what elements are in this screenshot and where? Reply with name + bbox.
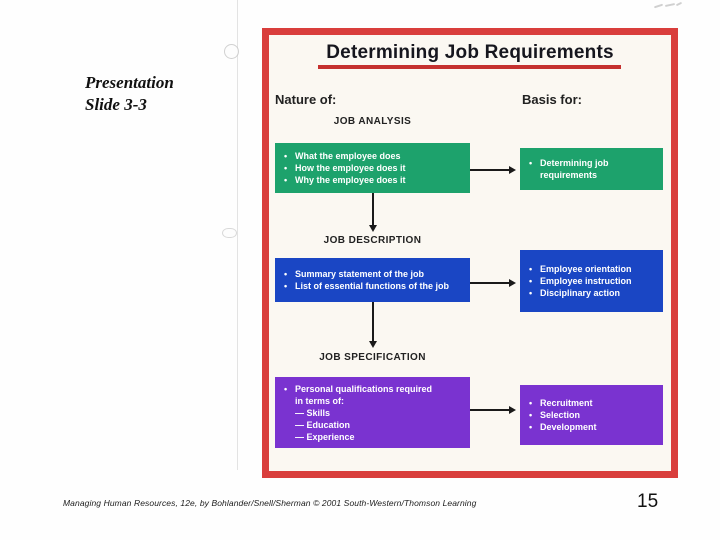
job-specification-left-box: Personal qualifications required in term… — [275, 377, 470, 448]
arrow-down-icon — [369, 193, 377, 232]
list-item: — Education — [295, 419, 351, 430]
list-item: What the employee does — [284, 150, 406, 162]
slide-label-line2: Slide 3-3 — [85, 95, 147, 114]
scan-smudge-icon — [652, 1, 683, 13]
arrow-right-icon — [470, 166, 516, 174]
arrow-right-icon — [470, 406, 516, 414]
list-item: Why the employee does it — [284, 174, 406, 186]
page-number: 15 — [637, 491, 659, 512]
job-analysis-left-box: What the employee does How the employee … — [275, 143, 470, 193]
list-item: Employee instruction — [529, 275, 632, 287]
job-description-left-box: Summary statement of the job List of ess… — [275, 258, 470, 302]
column-header-basis: Basis for: — [522, 92, 582, 107]
binder-hole-icon — [224, 44, 239, 59]
page-edge-line — [237, 0, 238, 470]
job-analysis-right-box: Determining job requirements — [520, 148, 663, 190]
slide-label: Presentation Slide 3-3 — [85, 72, 174, 116]
list-item: Personal qualifications required — [284, 383, 432, 395]
arrow-down-icon — [369, 302, 377, 348]
arrow-right-icon — [470, 279, 516, 287]
list-item: Development — [529, 421, 597, 433]
section-label-job-description: JOB DESCRIPTION — [323, 235, 422, 246]
title-underline — [318, 65, 621, 69]
slide-frame: Determining Job Requirements Nature of: … — [262, 28, 678, 478]
list-item: — Experience — [295, 431, 355, 442]
list-item: Summary statement of the job — [284, 268, 449, 280]
list-item: Determining job requirements — [529, 157, 657, 181]
list-item: Recruitment — [529, 397, 597, 409]
list-item: Employee orientation — [529, 263, 632, 275]
slide-title: Determining Job Requirements — [326, 42, 614, 63]
citation-footer: Managing Human Resources, 12e, by Bohlan… — [63, 498, 477, 508]
list-item: List of essential functions of the job — [284, 280, 449, 292]
list-item: in terms of: — [295, 395, 345, 406]
section-label-job-analysis: JOB ANALYSIS — [333, 116, 412, 127]
list-item: Selection — [529, 409, 597, 421]
section-label-job-specification: JOB SPECIFICATION — [319, 352, 426, 363]
list-item: — Skills — [295, 407, 331, 418]
list-item: How the employee does it — [284, 162, 406, 174]
list-item: Disciplinary action — [529, 287, 632, 299]
job-description-right-box: Employee orientation Employee instructio… — [520, 250, 663, 312]
slide-label-line1: Presentation — [85, 73, 174, 92]
binder-hole-icon — [222, 228, 237, 238]
job-specification-right-box: Recruitment Selection Development — [520, 385, 663, 445]
column-header-nature: Nature of: — [275, 92, 337, 107]
